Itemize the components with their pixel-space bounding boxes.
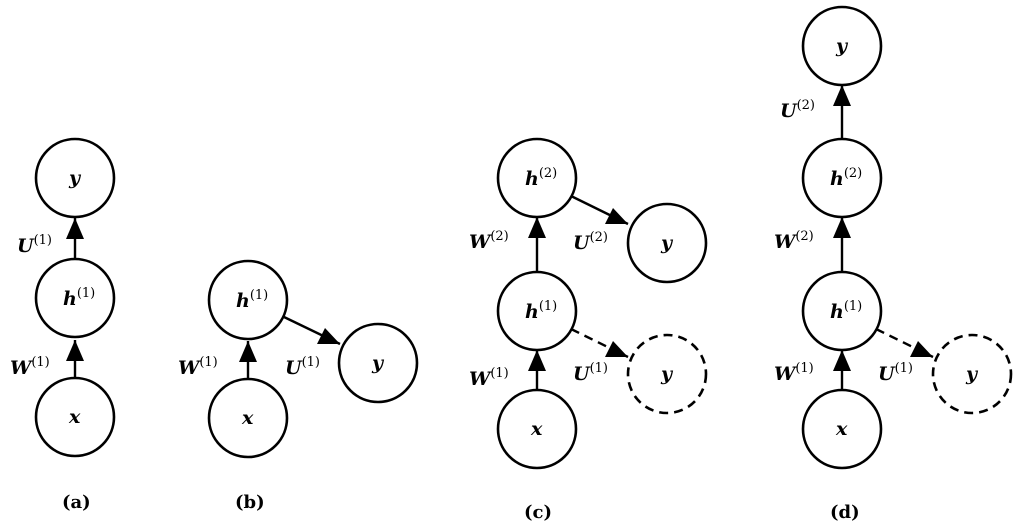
edge-label-u1: U(1)	[878, 361, 913, 385]
node-label-y: y	[371, 352, 385, 374]
arrowhead	[528, 350, 546, 371]
arrowhead	[910, 341, 933, 357]
edge-label-u1: U(1)	[573, 361, 608, 385]
node-label-x: x	[68, 406, 81, 428]
node-h2	[801, 137, 883, 219]
caption-c: (c)	[524, 502, 552, 523]
node-label-h2: h(2)	[525, 166, 557, 190]
node-x	[496, 388, 578, 470]
edge-label-w2: W(2)	[774, 229, 814, 253]
edge-label-u2: U(2)	[573, 230, 608, 254]
arrowhead	[528, 217, 546, 238]
edge-label-u2: U(2)	[780, 98, 815, 122]
node-y	[801, 5, 883, 87]
node-x	[801, 388, 883, 470]
arrowhead	[605, 341, 628, 357]
arrowhead	[317, 328, 340, 344]
node-label-h2: h(2)	[830, 166, 862, 190]
node-label-h1: h(1)	[830, 299, 862, 323]
node-y	[337, 322, 419, 404]
node-label-y-dashed: y	[965, 363, 979, 385]
caption-a: (a)	[62, 492, 91, 513]
edge-label-w1: W(1)	[10, 355, 50, 379]
edge-label-u1: U(1)	[17, 233, 52, 257]
edge-label-w1: W(1)	[469, 366, 509, 390]
arrowhead	[66, 218, 84, 239]
node-label-h1: h(1)	[236, 288, 268, 312]
node-y	[34, 137, 116, 219]
node-h2	[496, 137, 578, 219]
node-h1	[207, 259, 289, 341]
node-h1	[801, 270, 883, 352]
node-label-y: y	[835, 35, 849, 57]
arrowhead	[239, 341, 257, 362]
node-y	[626, 202, 708, 284]
panel-b: x h(1) y W(1) U(1) (b)	[178, 259, 419, 513]
node-label-h1: h(1)	[63, 286, 95, 310]
caption-b: (b)	[235, 492, 265, 513]
edge-label-w1: W(1)	[178, 355, 218, 379]
edge-label-u1: U(1)	[285, 355, 320, 379]
node-label-x: x	[835, 418, 848, 440]
node-label-y: y	[660, 232, 674, 254]
node-label-x: x	[530, 418, 543, 440]
node-x	[207, 377, 289, 459]
panel-a: x h(1) y W(1) U(1) (a)	[10, 137, 116, 513]
node-y-dashed	[626, 333, 708, 415]
arrowhead	[833, 85, 851, 106]
edge-label-w1: W(1)	[774, 361, 814, 385]
node-label-y: y	[68, 167, 82, 189]
arrowhead	[833, 350, 851, 371]
arrowhead	[833, 217, 851, 238]
edge-label-w2: W(2)	[469, 229, 509, 253]
node-label-y-dashed: y	[660, 363, 674, 385]
arrowhead	[605, 208, 628, 224]
caption-d: (d)	[830, 502, 860, 523]
arrowhead	[66, 340, 84, 361]
node-x	[34, 376, 116, 458]
node-label-x: x	[241, 407, 254, 429]
node-h1	[34, 257, 116, 339]
node-y-dashed	[931, 333, 1013, 415]
node-label-h1: h(1)	[525, 299, 557, 323]
panel-c: x h(1) h(2) y y W(1) W(2) U(1) U(2) (c)	[469, 137, 708, 523]
panel-d: x h(1) h(2) y y W(1) W(2) U(1) U(2) (d)	[774, 5, 1013, 523]
node-h1	[496, 270, 578, 352]
